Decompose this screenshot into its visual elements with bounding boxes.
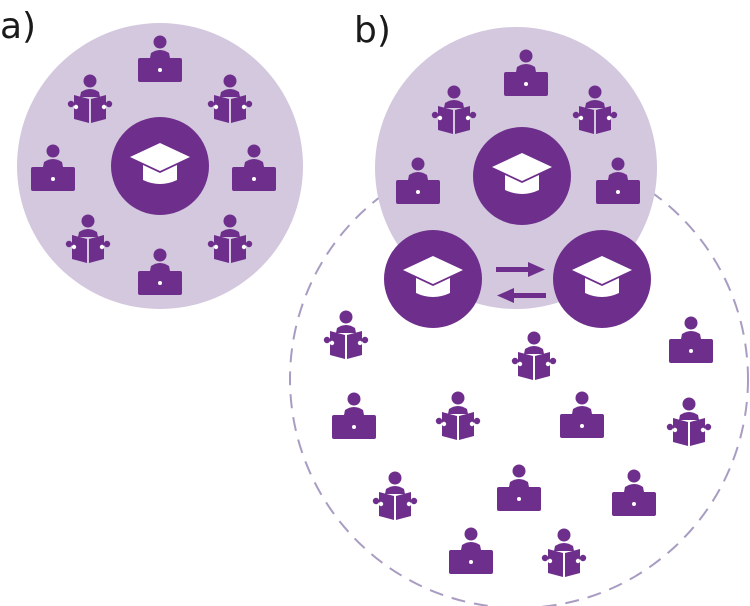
graduation-cap-icon	[473, 127, 571, 225]
student-reading-icon	[666, 397, 712, 446]
student-reading-icon	[511, 331, 557, 380]
student-laptop-icon	[560, 391, 604, 438]
student-reading-icon	[541, 528, 587, 577]
student-laptop-icon	[612, 469, 656, 516]
open-learning-circle	[289, 149, 749, 606]
panel-a-label: a)	[0, 6, 36, 47]
graduation-cap-icon	[111, 117, 209, 215]
student-reading-icon	[372, 471, 418, 520]
student-laptop-icon	[332, 392, 376, 439]
exchange-arrows-icon	[496, 262, 546, 303]
graduation-cap-icon	[384, 230, 482, 328]
panel-b-label: b)	[354, 10, 391, 51]
student-laptop-icon	[669, 316, 713, 363]
panel-b	[289, 27, 749, 606]
student-laptop-icon	[449, 527, 493, 574]
student-laptop-icon	[497, 464, 541, 511]
student-reading-icon	[323, 310, 369, 359]
panel-a	[17, 23, 303, 309]
student-reading-icon	[435, 391, 481, 440]
graduation-cap-icon	[553, 230, 651, 328]
